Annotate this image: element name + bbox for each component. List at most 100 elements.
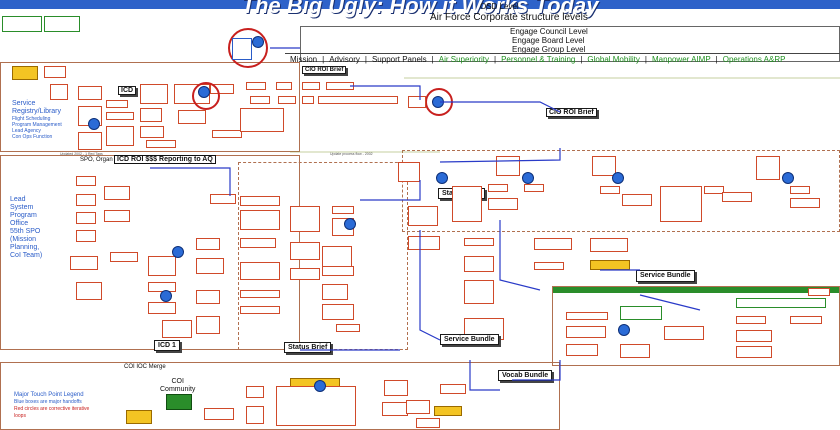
process-box — [110, 252, 138, 262]
process-box — [566, 326, 606, 338]
status-brief-callout[interactable]: Status Brief — [284, 342, 332, 353]
tab-global-mobility[interactable]: Global Mobility — [587, 54, 640, 64]
process-box — [488, 184, 508, 192]
tab-support-panels[interactable]: Support Panels — [371, 54, 427, 64]
top-left-note — [44, 16, 80, 32]
process-box — [622, 194, 652, 206]
legend-line: Red circles are corrective iterative — [14, 406, 90, 412]
tab-separator: | — [431, 54, 434, 64]
process-box — [332, 206, 354, 214]
process-box — [660, 186, 702, 222]
handoff-arrow — [150, 167, 231, 196]
handoff-arrow — [350, 85, 421, 100]
tab-separator: | — [644, 54, 647, 64]
tab-operations-arp[interactable]: Operations A&RP — [722, 54, 786, 64]
process-box — [336, 324, 360, 332]
coi-line: COI — [171, 378, 184, 385]
service-registry-text: Service Registry/Library Flight Scheduli… — [12, 100, 72, 140]
process-box — [318, 96, 398, 104]
tab-air-superiority[interactable]: Air Superiority — [438, 54, 489, 64]
process-box — [290, 206, 320, 232]
process-box — [178, 110, 206, 124]
process-box — [534, 238, 572, 250]
decision-circle-icon — [612, 172, 624, 184]
handoff-arrow — [360, 180, 421, 201]
process-box — [790, 198, 820, 208]
icd-callout[interactable]: ICD — [118, 86, 137, 95]
decision-circle-icon — [252, 36, 264, 48]
process-box — [78, 86, 102, 100]
process-box — [290, 268, 320, 280]
process-box — [196, 316, 220, 334]
process-box — [322, 304, 354, 320]
process-box — [140, 84, 168, 104]
decision-circle-icon — [160, 290, 172, 302]
process-box — [106, 126, 134, 146]
process-box — [566, 344, 598, 356]
tab-separator: | — [364, 54, 367, 64]
lead-line: System — [10, 204, 34, 211]
process-box — [620, 306, 662, 320]
decision-circle-icon — [436, 172, 448, 184]
decision-circle-icon — [344, 218, 356, 230]
tab-personnel-training[interactable]: Personnel & Training — [501, 54, 576, 64]
process-box — [246, 82, 266, 90]
handoff-arrow — [440, 101, 561, 113]
process-box — [566, 312, 608, 320]
process-box — [290, 242, 320, 260]
process-box — [704, 186, 724, 194]
process-box — [736, 330, 772, 342]
decision-circle-icon — [198, 86, 210, 98]
engage-council-label: Engage Council Level — [510, 27, 588, 36]
tab-mission[interactable]: Mission — [290, 54, 318, 64]
top-left-note — [2, 16, 42, 32]
service-bundle-callout[interactable]: Service Bundle — [636, 270, 695, 282]
osd-level-label: OSD Level — [480, 2, 519, 11]
decision-circle-icon — [522, 172, 534, 184]
process-box — [246, 406, 264, 424]
lead-line: Planning, — [10, 244, 40, 251]
corrective-loop-circle — [228, 28, 268, 68]
green-task-box — [166, 394, 192, 410]
icd-1-callout[interactable]: ICD 1 — [154, 340, 180, 351]
process-box — [240, 238, 276, 248]
process-box — [140, 126, 164, 138]
process-box — [240, 108, 284, 132]
legend-title: Major Touch Point Legend — [14, 392, 84, 398]
process-box — [408, 206, 438, 226]
engage-board-label: Engage Board Level — [512, 36, 585, 45]
coi-community-text: COI Community — [160, 378, 195, 394]
vocab-bundle-label: Vocab Bundle — [502, 372, 549, 379]
process-box — [196, 290, 220, 304]
yellow-task-box — [434, 406, 462, 416]
service-bundle-label: Service Bundle — [444, 336, 495, 343]
service-line: Service — [12, 100, 36, 107]
process-box — [76, 282, 102, 300]
lead-line: (Mission — [10, 236, 37, 243]
process-box — [790, 186, 810, 194]
handoff-arrow — [469, 360, 500, 391]
process-box — [808, 288, 830, 296]
task-box — [44, 66, 66, 78]
engage-group-label: Engage Group Level — [512, 45, 586, 54]
lead-line: Program — [10, 212, 37, 219]
process-box — [240, 210, 280, 230]
handoff-arrow — [439, 148, 561, 163]
process-box — [322, 266, 354, 276]
process-box — [302, 82, 320, 90]
process-box — [196, 238, 220, 250]
process-box — [76, 230, 96, 242]
legend: Major Touch Point Legend Blue boxes are … — [14, 392, 124, 420]
tab-manpower-aimp[interactable]: Manpower AIMP — [651, 54, 711, 64]
process-box — [106, 100, 128, 108]
process-box — [406, 400, 430, 414]
process-box — [302, 96, 314, 104]
cio-roi-brief-callout-2[interactable]: CIO ROI Brief — [546, 108, 597, 117]
process-box — [408, 96, 426, 108]
tab-advisory[interactable]: Advisory — [329, 54, 360, 64]
handoff-arrow — [499, 220, 541, 291]
spo-reporting-label[interactable]: ICD ROI $$$ Reporting to AQ — [114, 155, 216, 164]
cio-roi-brief-callout[interactable]: CIO ROI Brief — [302, 66, 347, 74]
service-bundle-callout-2[interactable]: Service Bundle — [440, 334, 499, 345]
